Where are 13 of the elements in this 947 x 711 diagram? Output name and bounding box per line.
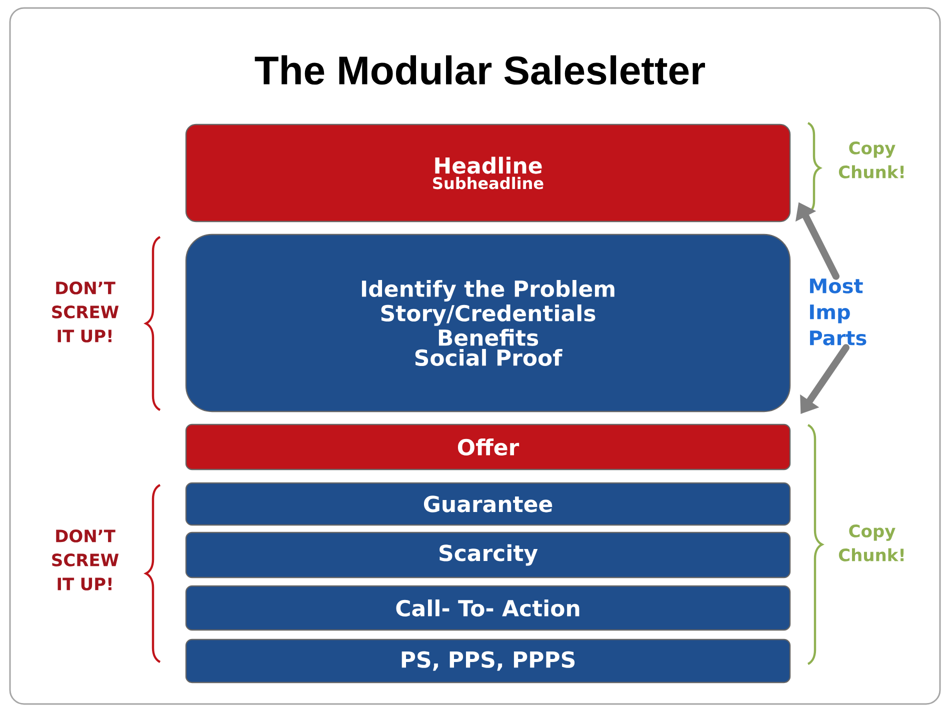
section-box: Call- To- Action [185,585,791,631]
bracket-label: DON’T SCREW IT UP! [52,282,119,342]
section-box: Guarantee [185,482,791,526]
callout-text: Most Imp Parts [810,278,866,346]
section-box: Scarcity [185,532,791,578]
bracket-label: Copy Chunk! [838,524,904,562]
section-box: Headline Subheadline [185,124,791,222]
section-box: Identify the Problem Story/Credentials Benefits Social Proof [185,234,791,412]
section-box: PS, PPS, PPPS [185,638,791,684]
section-box: Offer [185,424,791,470]
bracket-label: DON’T SCREW IT UP! [52,530,119,590]
title: The Modular Salesletter [254,55,705,85]
bracket-label: Copy Chunk! [838,142,904,178]
